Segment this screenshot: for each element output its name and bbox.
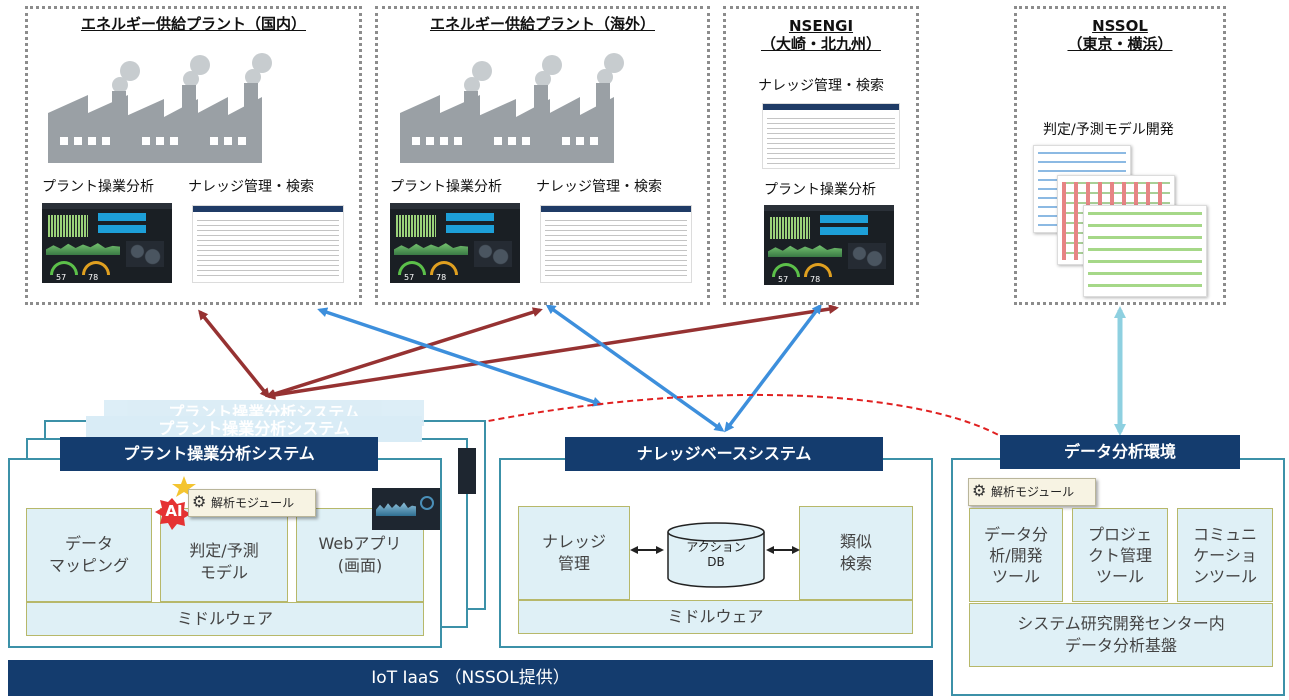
webapp-dashboard-thumbnail: [372, 488, 440, 530]
web-app-line1: Webアプリ: [318, 534, 402, 553]
dev-tools-line2: 析/開発: [989, 545, 1043, 565]
analysis-platform-line1: システム研究開発センター内: [1017, 614, 1225, 633]
gear-icon: ⚙: [192, 492, 207, 511]
similar-search-cell: 類似検索: [799, 506, 913, 600]
action-db-line1: アクション: [686, 540, 746, 554]
nssol-title-line1: NSSOL: [1092, 17, 1148, 35]
knowledge-list-thumbnail: [192, 205, 344, 283]
similar-search-line1: 類似: [839, 532, 872, 551]
web-app-line2: (画面): [337, 556, 383, 575]
dev-tools-line1: データ分: [983, 524, 1048, 544]
caption-knowledge-search: ナレッジ管理・検索: [536, 179, 662, 195]
caption-knowledge-search: ナレッジ管理・検索: [758, 78, 884, 94]
nssol-title-line2: （東京・横浜）: [1067, 35, 1173, 53]
analysis-platform-line2: データ分析基盤: [1064, 636, 1177, 655]
arrow-overseas-to-plant: [265, 307, 543, 399]
communication-tools-cell: コミュニケーションツール: [1177, 508, 1273, 602]
analysis-platform-cell: システム研究開発センター内データ分析基盤: [969, 603, 1273, 667]
dashboard-thumbnail: 57 78: [390, 203, 520, 283]
prediction-model-line2: モデル: [199, 563, 248, 582]
nsengi-title-line2: （大崎・北九州）: [760, 35, 881, 53]
site-domestic-title: エネルギー供給プラント（国内）: [80, 15, 306, 33]
site-nsengi: NSENGI （大崎・北九州） ナレッジ管理・検索 プラント操業分析 57 78: [723, 6, 919, 305]
knowledge-system-title: ナレッジベースシステム: [565, 437, 883, 471]
knowledge-management-line2: 管理: [557, 554, 590, 573]
knowledge-list-thumbnail: [540, 205, 692, 283]
analysis-module-env: ⚙ 解析モジュール: [968, 478, 1096, 506]
caption-plant-analysis: プラント操業分析: [390, 179, 502, 195]
gauge-value-right: 78: [810, 275, 821, 284]
caption-plant-analysis: プラント操業分析: [764, 182, 876, 198]
data-env-title: データ分析環境: [1000, 435, 1240, 469]
similar-search-line2: 検索: [839, 554, 872, 573]
arrow-overseas-to-knowledge: [545, 304, 725, 432]
project-tools-line2: クト管理: [1087, 545, 1152, 565]
communication-tools-line2: ケーショ: [1193, 545, 1257, 565]
plant-stack-thumbnail: [458, 448, 476, 494]
caption-plant-analysis: プラント操業分析: [42, 179, 154, 195]
dev-tools-cell: データ分析/開発ツール: [969, 508, 1063, 602]
dev-tools-line3: ツール: [991, 566, 1040, 586]
factory-icon: [400, 53, 624, 163]
data-mapping-line1: データ: [64, 534, 113, 553]
gauge-value-right: 78: [436, 273, 447, 282]
site-nssol-title: NSSOL （東京・横浜）: [1017, 17, 1223, 53]
project-tools-line1: プロジェ: [1087, 524, 1152, 544]
arrow-domestic-to-plant: [198, 309, 270, 399]
caption-model-development: 判定/予測モデル開発: [1043, 122, 1174, 138]
factory-icon: [48, 53, 272, 163]
analysis-module-label: 解析モジュール: [991, 485, 1075, 499]
dashboard-thumbnail: 57 78: [764, 205, 894, 285]
data-mapping-line2: マッピング: [48, 556, 129, 575]
arrow-nsengi-to-knowledge: [724, 303, 822, 433]
knowledge-list-thumbnail: [762, 103, 900, 169]
plant-system-title: プラント操業分析システム: [60, 437, 378, 471]
gauge-value-left: 57: [56, 273, 67, 282]
project-tools-cell: プロジェクト管理ツール: [1072, 508, 1168, 602]
project-tools-line3: ツール: [1095, 566, 1144, 586]
dashboard-thumbnail: 57 78: [42, 203, 172, 283]
nsengi-title-line1: NSENGI: [788, 17, 854, 35]
gauge-value-left: 57: [778, 275, 789, 284]
gauge-value-right: 78: [88, 273, 99, 282]
communication-tools-line3: ンツール: [1192, 566, 1257, 586]
prediction-model-line1: 判定/予測: [189, 541, 259, 560]
site-nsengi-title: NSENGI （大崎・北九州）: [726, 17, 916, 53]
gauge-value-left: 57: [404, 273, 415, 282]
action-db-line2: DB: [707, 555, 725, 569]
analysis-module-label: 解析モジュール: [211, 496, 295, 510]
knowledge-management-cell: ナレッジ管理: [518, 506, 630, 600]
action-db-label: アクション DB: [666, 540, 766, 570]
plant-middleware-bar: ミドルウェア: [26, 602, 424, 636]
iaas-bar: IoT IaaS （NSSOL提供）: [8, 660, 933, 696]
database-icon: [667, 522, 765, 588]
ai-badge-label: AI: [165, 502, 183, 520]
site-overseas-plant: エネルギー供給プラント（海外） プラント操業分析 ナレッジ管理・検索 57 78: [375, 6, 710, 305]
analysis-module-plant: ⚙ 解析モジュール: [188, 489, 316, 517]
site-overseas-title: エネルギー供給プラント（海外）: [429, 15, 655, 33]
db-connector-arrows: [630, 546, 800, 554]
arrow-domestic-to-knowledge: [317, 307, 603, 407]
knowledge-management-line1: ナレッジ: [541, 532, 606, 551]
caption-knowledge-search: ナレッジ管理・検索: [188, 179, 314, 195]
site-domestic-plant: エネルギー供給プラント（国内） プラント操業分析 ナレッジ管理・検索 57 78: [25, 6, 362, 305]
knowledge-middleware-bar: ミドルウェア: [518, 600, 913, 634]
communication-tools-line1: コミュニ: [1192, 524, 1257, 544]
site-nssol: NSSOL （東京・横浜） 判定/予測モデル開発: [1014, 6, 1226, 305]
gear-icon: ⚙: [972, 481, 987, 500]
model-doc-thumbnail: [1083, 205, 1207, 297]
data-mapping-cell: データマッピング: [26, 508, 152, 602]
